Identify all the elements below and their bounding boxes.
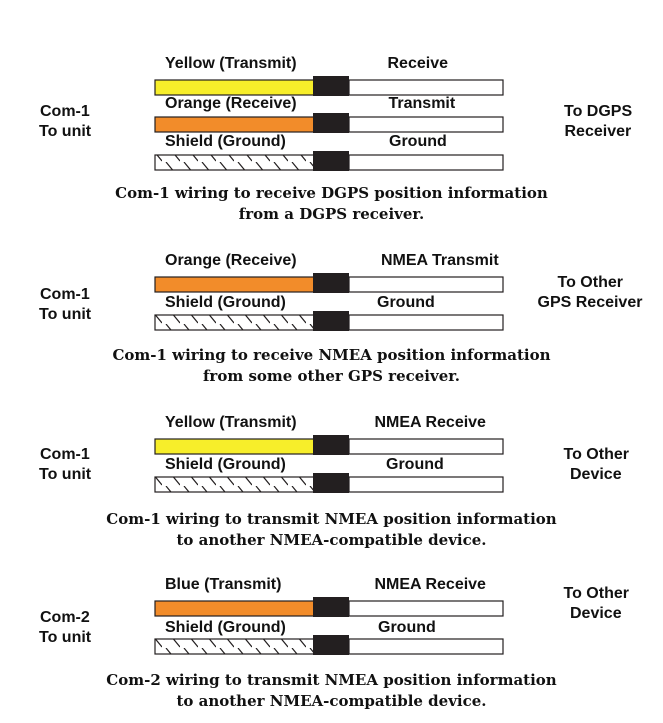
pin-label: Receive xyxy=(387,55,449,72)
pin-label: NMEA Receive xyxy=(374,414,486,431)
target-label: Device xyxy=(570,466,622,483)
unit-label: Com-1 xyxy=(40,286,90,303)
pin-line xyxy=(348,79,504,96)
wire-shield xyxy=(154,476,316,493)
target-label: To Other xyxy=(563,446,629,463)
caption: to another NMEA-compatible device. xyxy=(176,692,487,710)
wire-label: Yellow (Transmit) xyxy=(165,55,297,72)
connector-block xyxy=(313,151,349,171)
connector-block xyxy=(313,113,349,133)
unit-label: Com-1 xyxy=(40,103,90,120)
pin-line xyxy=(348,116,504,133)
target-label: To Other xyxy=(557,274,623,291)
caption: Com-1 wiring to receive NMEA position in… xyxy=(112,346,551,364)
pin-label: Transmit xyxy=(388,95,456,112)
wire-shield xyxy=(154,638,316,655)
connector-block xyxy=(313,435,349,455)
connector-block xyxy=(313,76,349,96)
pin-line xyxy=(348,154,504,171)
pin-line xyxy=(348,438,504,455)
caption: Com-2 wiring to transmit NMEA position i… xyxy=(106,671,557,689)
target-label: To Other xyxy=(563,585,629,602)
unit-label: To unit xyxy=(39,123,92,140)
wire-orange xyxy=(154,600,316,617)
wire-shield xyxy=(154,314,316,331)
caption: Com-1 wiring to transmit NMEA position i… xyxy=(106,510,557,528)
wire-label: Blue (Transmit) xyxy=(165,576,282,593)
pin-line xyxy=(348,276,504,293)
caption: Com-1 wiring to receive DGPS position in… xyxy=(115,184,548,202)
pin-label: Ground xyxy=(378,619,436,636)
connector-block xyxy=(313,635,349,655)
pin-label: Ground xyxy=(389,133,447,150)
unit-label: To unit xyxy=(39,466,92,483)
pin-line xyxy=(348,600,504,617)
connector-block xyxy=(313,273,349,293)
pin-label: Ground xyxy=(386,456,444,473)
target-label: To DGPS xyxy=(564,103,633,120)
caption: to another NMEA-compatible device. xyxy=(176,531,487,549)
target-label: Device xyxy=(570,605,622,622)
wire-orange xyxy=(154,116,316,133)
pin-line xyxy=(348,314,504,331)
wire-label: Shield (Ground) xyxy=(165,456,286,473)
connector-block xyxy=(313,597,349,617)
pin-label: NMEA Receive xyxy=(374,576,486,593)
target-label: GPS Receiver xyxy=(537,294,643,311)
unit-label: To unit xyxy=(39,306,92,323)
wire-label: Orange (Receive) xyxy=(165,95,297,112)
pin-line xyxy=(348,638,504,655)
caption: from a DGPS receiver. xyxy=(238,205,425,223)
wire-label: Shield (Ground) xyxy=(165,294,286,311)
target-label: Receiver xyxy=(564,123,632,140)
connector-block xyxy=(313,473,349,493)
wire-orange xyxy=(154,276,316,293)
wire-shield xyxy=(154,154,316,171)
unit-label: Com-2 xyxy=(40,609,90,626)
wire-label: Shield (Ground) xyxy=(165,619,286,636)
wire-yellow xyxy=(154,79,316,96)
pin-label: NMEA Transmit xyxy=(381,252,499,269)
pin-line xyxy=(348,476,504,493)
wire-label: Yellow (Transmit) xyxy=(165,414,297,431)
unit-label: Com-1 xyxy=(40,446,90,463)
wire-label: Orange (Receive) xyxy=(165,252,297,269)
caption: from some other GPS receiver. xyxy=(202,367,461,385)
connector-block xyxy=(313,311,349,331)
wire-yellow xyxy=(154,438,316,455)
unit-label: To unit xyxy=(39,629,92,646)
pin-label: Ground xyxy=(377,294,435,311)
wire-label: Shield (Ground) xyxy=(165,133,286,150)
